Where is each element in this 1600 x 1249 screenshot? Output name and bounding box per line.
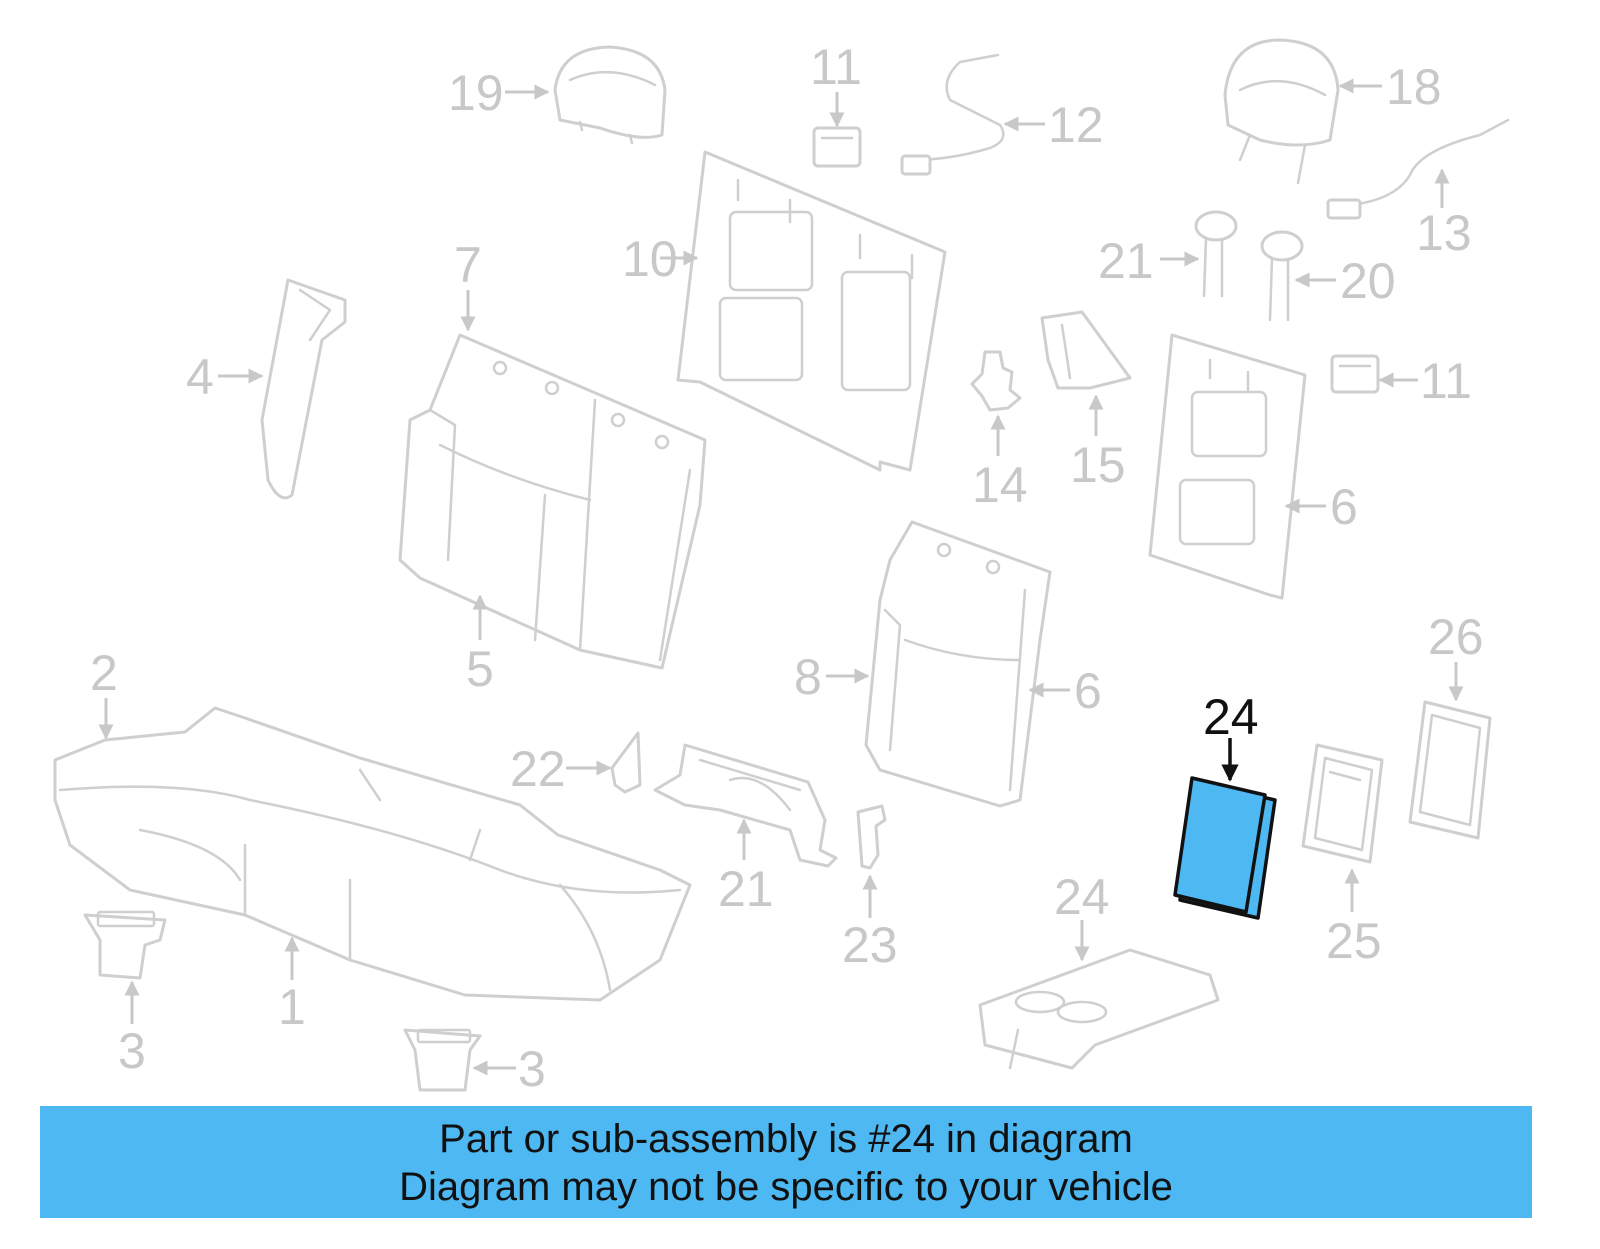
part-16-headrest [1223, 38, 1340, 185]
callout-17: 19 [448, 65, 504, 121]
leader-lines [98, 78, 1464, 1076]
part-18-guide [1260, 230, 1304, 322]
callout-8: 8 [794, 649, 822, 705]
callout-24: 24 [1203, 689, 1259, 745]
part-9-seatback-frame [676, 150, 947, 472]
callout-15: 15 [1070, 437, 1126, 493]
banner-line-2: Diagram may not be specific to your vehi… [399, 1165, 1173, 1209]
callout-4: 4 [186, 349, 214, 405]
callout-22: 23 [842, 917, 898, 973]
part-3-clip-left [83, 910, 167, 980]
part-1-seat-cushion [53, 706, 692, 1002]
part-14-bracket [970, 350, 1022, 412]
part-20-bracket [653, 743, 838, 868]
callout-11-right: 11 [1420, 353, 1472, 409]
callout-3-left: 3 [118, 1023, 146, 1079]
callout-12: 12 [1048, 97, 1104, 153]
callout-19: 21 [1098, 233, 1154, 289]
callout-6: 6 [1074, 663, 1102, 719]
part-26-panel [1408, 700, 1492, 840]
callout-20: 21 [718, 861, 774, 917]
part-15-bracket [1040, 310, 1132, 390]
part-12-cable [900, 53, 1005, 176]
part-11-clip-right [1330, 354, 1380, 394]
info-banner: Part or sub-assembly is #24 in diagram D… [40, 1106, 1532, 1218]
part-25-panel [1301, 743, 1384, 864]
callout-23: 24 [1054, 869, 1110, 925]
banner-line-1: Part or sub-assembly is #24 in diagram [439, 1117, 1133, 1161]
part-23-armrest [978, 948, 1220, 1070]
callout-13: 13 [1416, 205, 1472, 261]
callout-9: 10 [622, 231, 678, 287]
part-11-clip-top [812, 126, 862, 168]
callout-3-right: 3 [518, 1041, 546, 1097]
part-21-bracket [610, 731, 642, 794]
part-10-seatback-frame [1148, 333, 1307, 600]
part-4-bolster [260, 278, 347, 500]
part-17-headrest [553, 45, 667, 145]
callout-2: 2 [90, 645, 118, 701]
callout-5: 5 [466, 641, 494, 697]
part-13-cable [1326, 118, 1510, 220]
part-3-clip-right [403, 1028, 482, 1092]
callout-25: 25 [1326, 913, 1382, 969]
part-5-seatback-cover [398, 333, 707, 670]
callout-11-top: 11 [810, 39, 862, 95]
callout-labels: 19 11 12 18 13 21 20 10 7 4 11 14 15 6 5… [90, 39, 1484, 1097]
callout-16: 18 [1386, 59, 1442, 115]
part-6-seatback-cover [864, 520, 1052, 808]
callout-21: 22 [510, 741, 566, 797]
callout-1: 1 [278, 979, 306, 1035]
part-19-guide [1194, 210, 1238, 298]
part-22-bracket [856, 804, 887, 870]
callout-7: 7 [454, 237, 482, 293]
callout-14: 14 [972, 457, 1028, 513]
callout-10: 6 [1330, 479, 1358, 535]
part-24-highlighted [1173, 776, 1277, 920]
callout-26: 26 [1428, 609, 1484, 665]
callout-18: 20 [1340, 253, 1396, 309]
